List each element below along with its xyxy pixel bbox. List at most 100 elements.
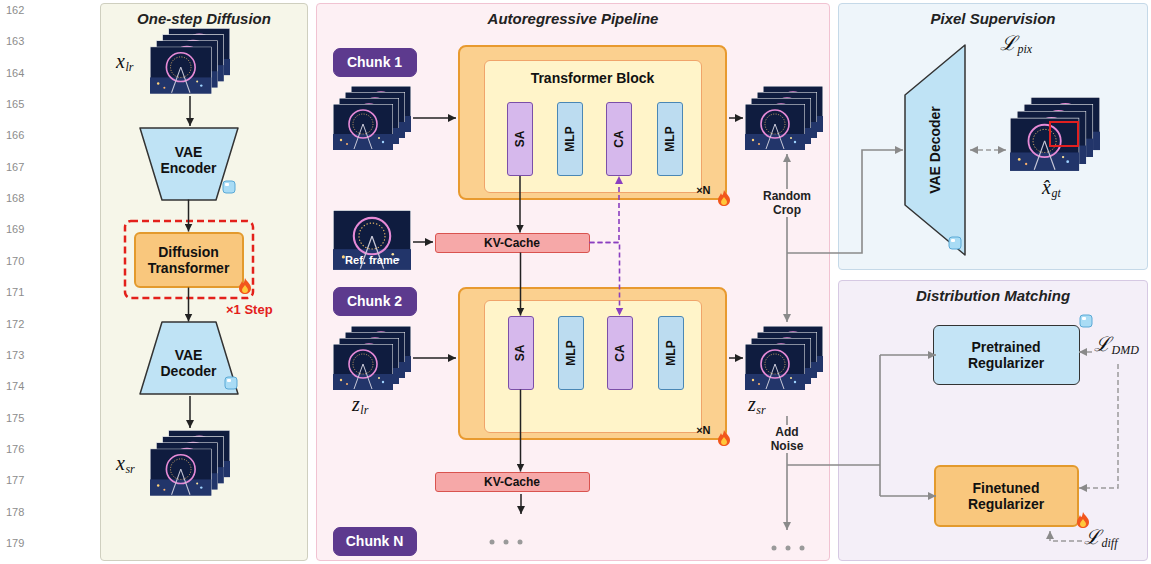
panel-title: One-step Diffusion — [101, 10, 307, 28]
chunk-tag: Chunk 2 — [333, 287, 417, 316]
variable-name: z — [352, 393, 360, 415]
line-number: 179 — [6, 537, 24, 549]
flow-arrow — [520, 390, 522, 472]
one-step-bracket — [125, 221, 253, 298]
regularizer-box: Finetuned Regularizer — [934, 465, 1079, 527]
layer-name: MLP — [662, 126, 678, 151]
self-attention: SA — [507, 102, 533, 176]
regularizer-box: Pretrained Regularizer — [933, 325, 1080, 385]
layer-name: SA — [512, 131, 528, 148]
line-number: 172 — [6, 318, 24, 330]
panel-title: Autoregressive Pipeline — [317, 10, 829, 28]
variable-subscript: sr — [756, 404, 765, 417]
line-number: 169 — [6, 223, 24, 235]
layer-name: CA — [612, 344, 628, 361]
line-number: 171 — [6, 286, 24, 298]
loss-lines — [970, 150, 1118, 541]
cross-attention-link — [590, 243, 620, 316]
variable-name: x — [116, 50, 125, 72]
operation-note: Add Noise — [758, 425, 816, 453]
loss-subscript: diff — [1102, 537, 1118, 550]
line-number: 170 — [6, 255, 24, 267]
kv-cache: KV-Cache — [435, 233, 590, 253]
layer-name: MLP — [562, 126, 578, 151]
node-label: VAE Encoder — [151, 144, 227, 176]
line-number: 164 — [6, 67, 24, 79]
operation-note: Random Crop — [758, 189, 816, 217]
transformer-stack: ×N SA MLP CA MLP — [458, 287, 727, 440]
repeat-count: ×N — [696, 184, 710, 196]
line-number: 173 — [6, 349, 24, 361]
stage-panel: Pixel SupervisionVAE Decoder — [838, 3, 1148, 270]
line-number: 175 — [6, 412, 24, 424]
layer-name: MLP — [563, 340, 579, 365]
line-number: 174 — [6, 380, 24, 392]
cross-attention: CA — [606, 102, 632, 176]
line-number: 167 — [6, 161, 24, 173]
vae-decoder: VAE Decoder — [905, 45, 965, 255]
node-label: Pretrained Regularizer — [934, 339, 1079, 371]
layer-name: MLP — [663, 340, 679, 365]
line-number: 162 — [6, 4, 24, 16]
kv-cache: KV-Cache — [435, 472, 590, 492]
transformer-stack: ×N Transformer BlockSA MLP CA MLP — [458, 45, 727, 200]
transformer-block: Transformer BlockSA MLP CA MLP — [484, 60, 702, 193]
image-caption: Ref. frame — [333, 254, 411, 266]
repeat-count: ×N — [696, 424, 710, 436]
node-label: KV-Cache — [484, 235, 540, 251]
chunk-label: Chunk N — [346, 533, 404, 549]
node-label: VAE Decoder — [151, 347, 227, 379]
variable-subscript: sr — [125, 463, 134, 476]
node-label: KV-Cache — [484, 474, 540, 490]
layer-name: SA — [512, 344, 528, 361]
loss-symbol: ℒ — [1094, 333, 1111, 355]
chunk-label: Chunk 1 — [347, 54, 402, 70]
step-count: ×1 Step — [226, 302, 273, 317]
vae-decoder: VAE Decoder — [140, 322, 238, 394]
line-number: 178 — [6, 506, 24, 518]
loss-subscript: DMD — [1112, 344, 1139, 357]
diffusion-transformer: Diffusion Transformer — [134, 232, 244, 288]
mlp-layer: MLP — [658, 316, 684, 390]
flow-arrow — [188, 200, 190, 232]
frozen-icons — [223, 181, 1092, 389]
continuation-dots — [490, 540, 805, 551]
flow-arrow — [520, 253, 522, 316]
cross-attention: CA — [607, 316, 633, 390]
layer-name: CA — [611, 130, 627, 147]
chunk-label: Chunk 2 — [347, 293, 402, 309]
trainable-icons — [239, 190, 1089, 528]
line-number: 163 — [6, 35, 24, 47]
mlp-layer: MLP — [657, 102, 683, 176]
loss-symbol: ℒ — [1084, 526, 1101, 548]
flow-arrow — [519, 176, 521, 233]
variable-name: x — [116, 452, 125, 474]
line-number: 165 — [6, 98, 24, 110]
line-number: 177 — [6, 474, 24, 486]
panel-title: Distribution Matching — [839, 287, 1147, 305]
chunk-tag: Chunk N — [333, 527, 417, 556]
line-number: 176 — [6, 443, 24, 455]
line-number: 168 — [6, 192, 24, 204]
mlp-layer: MLP — [558, 316, 584, 390]
layer-name: VAE Decoder — [927, 106, 943, 194]
stage-panel: Distribution MatchingPretrained Regulari… — [838, 280, 1148, 561]
cross-attention-link — [590, 176, 620, 243]
video-frames — [150, 28, 1100, 496]
node-label: Diffusion Transformer — [136, 244, 242, 276]
loss-subscript: pix — [1018, 43, 1033, 56]
node-label: Finetuned Regularizer — [936, 480, 1077, 512]
block-title: Transformer Block — [531, 70, 655, 86]
self-attention: SA — [508, 316, 534, 390]
variable-subscript: lr — [125, 61, 133, 74]
variable-name: z — [748, 393, 756, 415]
flow-arrow — [188, 288, 190, 322]
variable-subscript: lr — [360, 404, 368, 417]
data-flow-arrows — [190, 96, 743, 514]
variable-name: x̂ — [1042, 176, 1051, 198]
mlp-layer: MLP — [557, 102, 583, 176]
line-number: 166 — [6, 129, 24, 141]
panel-title: Pixel Supervision — [839, 10, 1147, 28]
variable-subscript: gt — [1051, 187, 1060, 200]
chunk-tag: Chunk 1 — [333, 48, 417, 77]
